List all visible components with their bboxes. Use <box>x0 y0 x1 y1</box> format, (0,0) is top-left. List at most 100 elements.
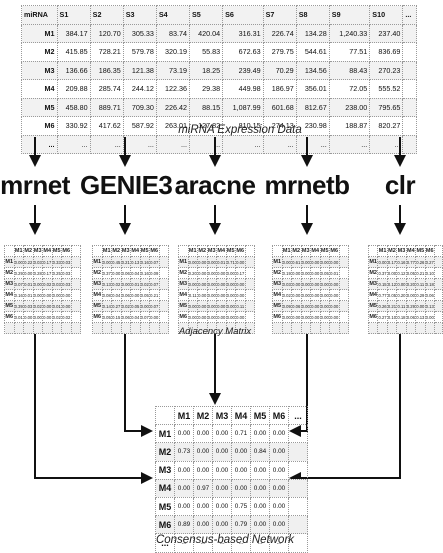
consensus-cell <box>288 515 308 535</box>
consensus-row-header: M2 <box>155 442 175 462</box>
expression-col-header: S6 <box>222 5 264 25</box>
consensus-cell: 0.00 <box>193 515 213 535</box>
expression-cell: 136.66 <box>56 60 91 80</box>
mini-cell: 0.06 <box>120 267 131 279</box>
mini-cell: 0.16 <box>13 289 24 301</box>
expression-cell: 230.98 <box>295 116 330 136</box>
mini-corner-cell <box>92 245 103 257</box>
mini-cell: 0.00 <box>206 256 217 268</box>
consensus-cell: 0.00 <box>269 460 289 480</box>
mini-cell: 0.00 <box>319 278 330 290</box>
consensus-cell: 0.00 <box>269 478 289 498</box>
mini-cell: 0.20 <box>405 278 417 290</box>
mini-cell: 0.11 <box>396 300 407 312</box>
mini-cell: 0.00 <box>291 289 302 301</box>
mini-row-header: M3 <box>92 278 103 290</box>
mini-cell: 0.20 <box>187 267 198 279</box>
mini-spacer-cell <box>433 289 443 301</box>
mini-row-header: M4 <box>92 289 103 301</box>
consensus-cell: 0.00 <box>269 424 289 444</box>
mini-cell: 0.00 <box>216 267 227 279</box>
expression-cell: 238.00 <box>328 97 371 117</box>
mini-cell: 0.17 <box>42 256 53 268</box>
mini-cell: 0.06 <box>405 311 417 323</box>
mini-empty-cell <box>4 322 15 334</box>
mini-spacer-cell <box>433 256 443 268</box>
mini-cell: 0.00 <box>329 278 340 290</box>
mini-cell: 0.00 <box>13 256 24 268</box>
mini-cell: 0.00 <box>310 278 321 290</box>
mini-cell: 0.00 <box>197 256 208 268</box>
mini-col-header: M6 <box>235 245 246 257</box>
mini-empty-cell <box>424 322 435 334</box>
expression-cell: 1,087.99 <box>222 97 264 117</box>
mini-cell: 0.77 <box>405 256 417 268</box>
mini-spacer-cell <box>338 245 349 257</box>
expression-cell: 384.17 <box>56 23 91 43</box>
consensus-cell: 0.00 <box>250 460 270 480</box>
mini-empty-cell <box>272 322 283 334</box>
consensus-cell: 0.89 <box>174 515 194 535</box>
consensus-cell: 0.00 <box>269 515 289 535</box>
mini-cell: 0.03 <box>23 300 34 312</box>
mini-cell: 0.01 <box>51 300 62 312</box>
method-clr: clr <box>384 170 416 200</box>
mini-spacer-cell <box>158 311 169 323</box>
mini-cell: 0.06 <box>120 289 131 301</box>
mini-cell: 0.01 <box>13 311 24 323</box>
mini-spacer-cell <box>338 256 349 268</box>
mini-cell: 0.00 <box>130 289 141 301</box>
mini-cell: 0.03 <box>32 256 43 268</box>
mini-cell: 0.00 <box>32 278 43 290</box>
mini-cell: 0.00 <box>235 311 246 323</box>
consensus-row-header: M1 <box>155 424 175 444</box>
expression-col-header: S8 <box>295 5 330 25</box>
mini-col-header: M2 <box>197 245 208 257</box>
consensus-row-header: M5 <box>155 496 175 517</box>
consensus-col-header: ... <box>288 405 308 426</box>
mini-col-header: M3 <box>300 245 311 257</box>
mini-empty-cell <box>70 322 81 334</box>
consensus-cell: 0.79 <box>231 515 251 535</box>
mini-cell: 0.17 <box>235 267 246 279</box>
mini-empty-row <box>367 322 443 334</box>
mini-cell: 0.17 <box>42 267 53 279</box>
mini-cell: 0.00 <box>206 289 217 301</box>
mini-cell: 0.18 <box>424 278 435 290</box>
mini-spacer-cell <box>70 278 81 290</box>
mini-spacer-cell <box>70 311 81 323</box>
consensus-cell: 0.00 <box>174 496 194 517</box>
mini-cell: 0.00 <box>149 311 160 323</box>
mini-empty-cell <box>92 322 103 334</box>
mini-col-header: M2 <box>23 245 34 257</box>
mini-cell: 0.01 <box>23 278 34 290</box>
consensus-col-header: M1 <box>174 405 194 426</box>
mini-cell: 0.00 <box>120 278 131 290</box>
mini-col-header: M3 <box>32 245 43 257</box>
mini-cell: 0.00 <box>225 267 236 279</box>
mini-cell: 0.21 <box>386 300 398 312</box>
mini-row-header: M5 <box>92 300 103 312</box>
mini-cell: 0.00 <box>206 278 217 290</box>
mini-cell: 0.00 <box>300 311 311 323</box>
expression-cell: 274.13 <box>262 116 297 136</box>
mini-empty-cell <box>13 322 24 334</box>
mini-cell: 0.77 <box>377 289 388 301</box>
consensus-cell: 0.00 <box>212 496 232 517</box>
mini-cell: 0.33 <box>51 256 62 268</box>
expression-col-header: ... <box>402 5 417 25</box>
mini-empty-row <box>178 322 255 334</box>
expression-cell: 73.19 <box>155 60 190 80</box>
mini-cell: 0.00 <box>396 278 407 290</box>
expression-cell: 134.28 <box>295 23 330 43</box>
mini-cell: 0.02 <box>139 278 150 290</box>
mini-spacer-cell <box>244 289 255 301</box>
expression-cell: 226.74 <box>262 23 297 43</box>
